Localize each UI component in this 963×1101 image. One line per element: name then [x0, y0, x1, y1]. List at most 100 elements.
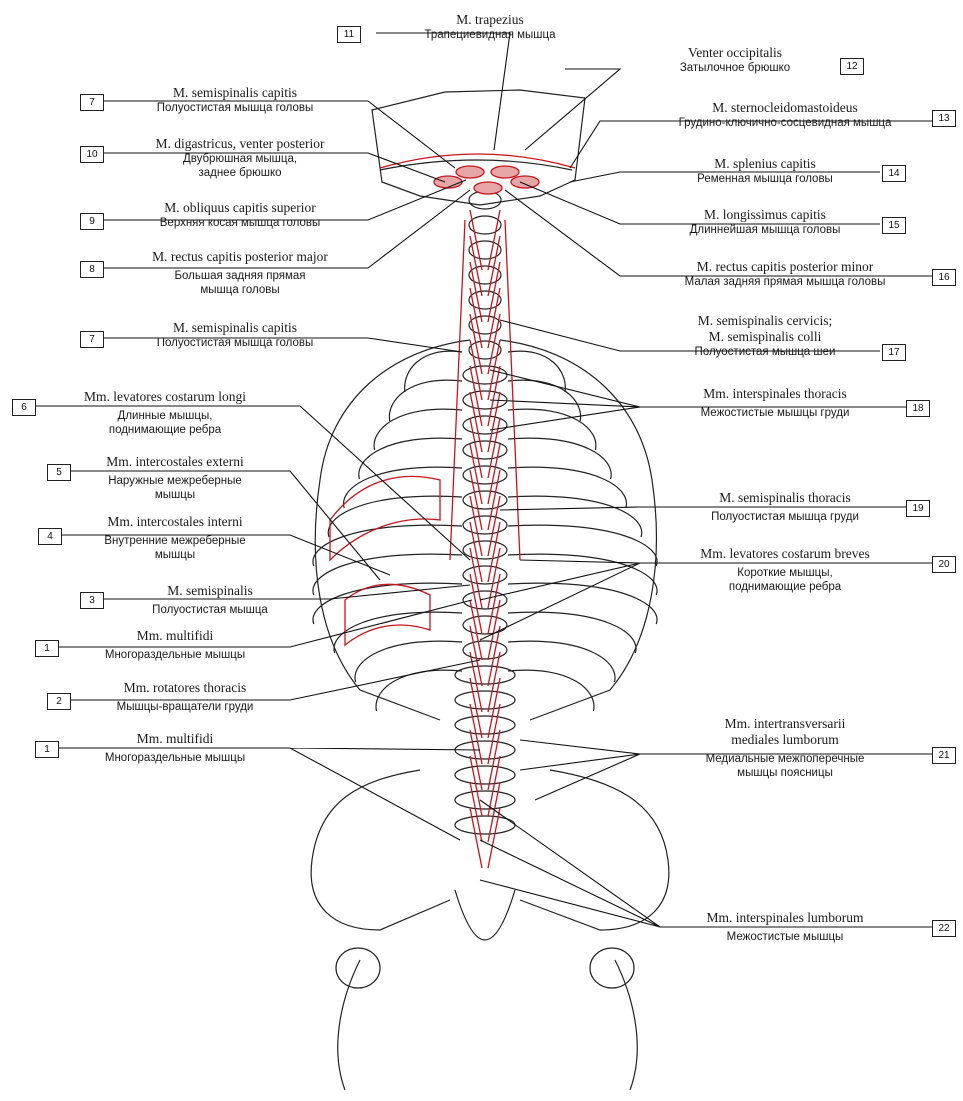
callout-number: 21: [932, 747, 956, 764]
muscle-fiber: [470, 418, 482, 478]
muscle-fiber: [470, 340, 482, 400]
muscle-fiber: [470, 470, 482, 530]
suboccipital-muscle: [511, 176, 539, 188]
rib-left: [355, 641, 462, 682]
muscle-fiber: [470, 210, 482, 270]
femur-right: [615, 960, 637, 1090]
semispinalis-band: [450, 220, 465, 560]
callout-number: 1: [35, 741, 59, 758]
muscle-fiber: [470, 444, 482, 504]
muscle-fiber: [470, 808, 482, 868]
callout-number: 1: [35, 640, 59, 657]
label-venter-occipitalis: Venter occipitalisЗатылочное брюшко: [590, 45, 880, 75]
sacrum: [455, 890, 515, 940]
rib-right: [508, 496, 642, 537]
muscle-fiber: [488, 262, 500, 322]
rib-right: [508, 641, 615, 682]
leader-line: [525, 69, 620, 150]
muscle-fiber: [488, 548, 500, 608]
leader-line: [480, 800, 932, 927]
muscle-fiber: [488, 652, 500, 712]
muscle-fiber: [470, 626, 482, 686]
femoral-head-left: [336, 948, 380, 988]
callout-number: 6: [12, 399, 36, 416]
callout-number: 16: [932, 269, 956, 286]
label-semispinalis-capitis-top: M. semispinalis capitisПолуостистая мышц…: [90, 85, 380, 115]
muscle-fiber: [488, 314, 500, 374]
callout-number: 17: [882, 344, 906, 361]
rib-right: [508, 670, 594, 711]
muscle-fiber: [470, 262, 482, 322]
muscle-fiber: [470, 288, 482, 348]
callout-number: 8: [80, 261, 104, 278]
muscle-fiber: [488, 340, 500, 400]
muscle-fiber: [488, 210, 500, 270]
muscle-fiber: [470, 522, 482, 582]
label-trapezius: M. trapeziusТрапециевидная мышца: [345, 12, 635, 42]
vertebra: [455, 716, 515, 734]
ilium-left: [311, 770, 450, 930]
rib-right: [508, 467, 626, 508]
rib-left: [328, 496, 462, 537]
vertebra: [455, 666, 515, 684]
label-splenius-capitis: M. splenius capitisРеменная мышца головы: [620, 156, 910, 186]
callout-number: 7: [80, 331, 104, 348]
label-semispinalis-thoracis: M. semispinalis thoracisПолуостистая мыш…: [640, 490, 930, 524]
nuchal-muscle-band: [380, 154, 575, 168]
callout-number: 20: [932, 556, 956, 573]
callout-number: 19: [906, 500, 930, 517]
callout-number: 3: [80, 592, 104, 609]
callout-number: 18: [906, 400, 930, 417]
callout-number: 14: [882, 165, 906, 182]
callout-number: 7: [80, 94, 104, 111]
muscle-fiber: [488, 496, 500, 556]
muscle-fiber: [470, 496, 482, 556]
rib-right: [508, 612, 636, 653]
muscle-fiber: [488, 808, 500, 868]
vertebra: [455, 766, 515, 784]
label-intercostales-interni: Mm. intercostales interniВнутренние межр…: [30, 514, 320, 562]
muscle-fiber: [488, 444, 500, 504]
callout-number: 4: [38, 528, 62, 545]
muscle-fiber: [470, 730, 482, 790]
vertebra: [463, 616, 507, 634]
rib-left: [374, 409, 462, 450]
callout-number: 2: [47, 693, 71, 710]
rib-right: [508, 380, 581, 421]
muscle-fiber: [488, 522, 500, 582]
rib-left: [344, 467, 462, 508]
callout-number: 22: [932, 920, 956, 937]
callout-number: 5: [47, 464, 71, 481]
vertebra: [463, 591, 507, 609]
suboccipital-muscle: [474, 182, 502, 194]
muscle-fiber: [488, 470, 500, 530]
callout-number: 13: [932, 110, 956, 127]
semispinalis-band: [505, 220, 520, 560]
vertebra: [463, 466, 507, 484]
muscle-fiber: [470, 756, 482, 816]
callout-number: 12: [840, 58, 864, 75]
vertebra: [463, 441, 507, 459]
vertebra: [463, 541, 507, 559]
femur-left: [338, 960, 360, 1090]
callout-number: 15: [882, 217, 906, 234]
suboccipital-muscle: [434, 176, 462, 188]
muscle-fiber: [488, 288, 500, 348]
vertebra: [455, 691, 515, 709]
ilium-right: [520, 770, 669, 930]
label-intertransversarii: Mm. intertransversarii mediales lumborum…: [640, 716, 930, 780]
callout-number: 10: [80, 146, 104, 163]
muscle-fiber: [470, 314, 482, 374]
muscle-fiber: [470, 548, 482, 608]
